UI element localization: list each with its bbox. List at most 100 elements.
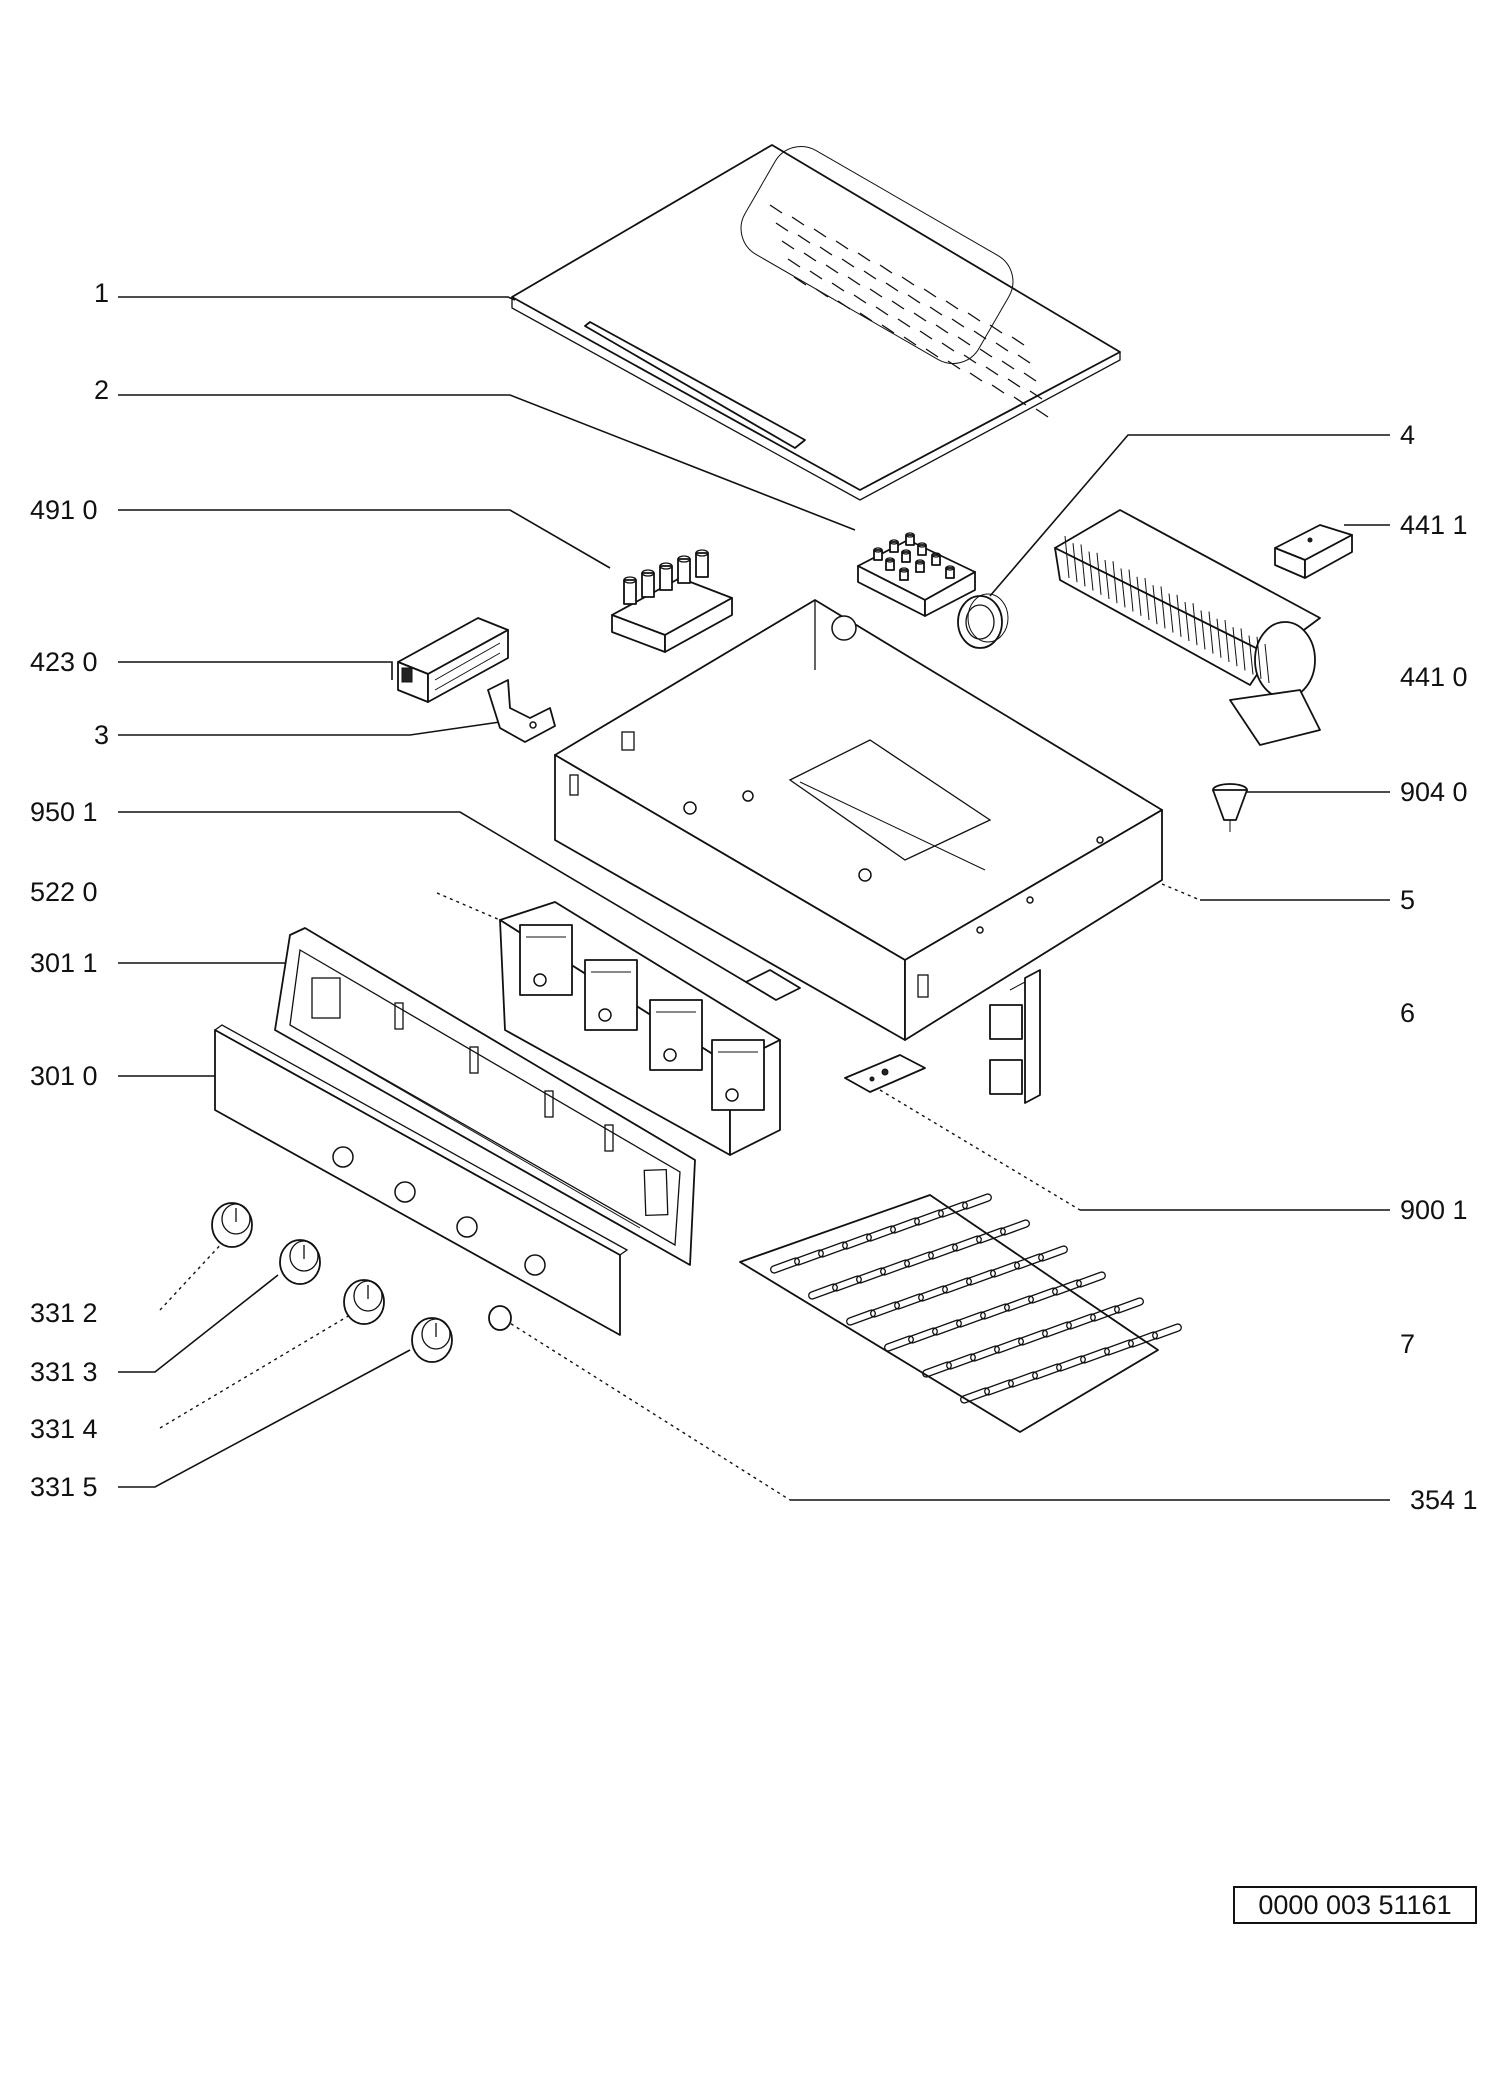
side-bracket — [989, 969, 1041, 1104]
label-900-1: 900 1 — [1400, 1195, 1468, 1225]
grille-slot — [1014, 1253, 1044, 1270]
terminal-pin — [905, 534, 915, 546]
terminal-pin — [945, 567, 955, 579]
vent-slot — [923, 288, 937, 298]
terminal-pin — [889, 541, 899, 553]
chassis-box — [554, 599, 1163, 1041]
vent-slot — [1011, 336, 1025, 346]
tangential-fan — [1054, 509, 1321, 746]
fan-blade — [1248, 635, 1254, 675]
grille-slot — [960, 1387, 990, 1404]
vent-slot — [985, 366, 999, 376]
vent-slot — [857, 252, 871, 262]
fan-blade — [1168, 593, 1174, 633]
label-3: 3 — [94, 720, 109, 750]
grille-slot — [1008, 1371, 1038, 1388]
leader-331-5 — [118, 1349, 411, 1488]
vent-slot — [769, 204, 783, 214]
label-441-1: 441 1 — [1400, 510, 1468, 540]
drawing-number: 0000 003 51161 — [1233, 1886, 1477, 1924]
label-950-1: 950 1 — [30, 797, 98, 827]
vent-slot — [869, 288, 883, 298]
grille-slot — [914, 1209, 944, 1226]
vent-slot — [929, 306, 943, 316]
vent-slot — [813, 228, 827, 238]
vent-slot — [935, 324, 949, 334]
vent-slot — [835, 240, 849, 250]
cover-vent-slots — [769, 204, 1049, 418]
leader-331-2 — [159, 1239, 226, 1311]
switch-module — [397, 617, 509, 703]
grille-slot — [1032, 1363, 1062, 1380]
leader-950-1 — [118, 811, 747, 983]
vent-slot — [815, 288, 829, 298]
label-522-0: 522 0 — [30, 877, 98, 907]
vent-slot — [1035, 408, 1049, 418]
cable-clamp-plate — [844, 1054, 926, 1093]
fan-blade — [1072, 543, 1078, 583]
leader-491-0 — [118, 509, 611, 569]
fan-blade — [1184, 601, 1190, 642]
vent-slot — [1013, 396, 1027, 406]
leader-354-1 — [504, 1319, 791, 1501]
fan-blade — [1200, 610, 1206, 650]
vent-slot — [787, 258, 801, 268]
fuse-holder — [745, 969, 801, 1001]
lamp-cylinder-top — [623, 576, 637, 584]
switch-shaft — [725, 1088, 739, 1102]
label-7: 7 — [1400, 1329, 1415, 1359]
vent-slot — [989, 324, 1003, 334]
vent-slot — [973, 330, 987, 340]
grille-slot — [946, 1353, 976, 1370]
vent-slot — [947, 360, 961, 370]
frame-rail — [349, 1059, 641, 1229]
grille-slot — [1066, 1313, 1096, 1330]
lamp-cylinder-top — [641, 569, 655, 577]
grille-slot — [952, 1235, 982, 1252]
leader-331-4 — [159, 1314, 351, 1429]
frame-rib — [544, 1090, 554, 1118]
vent-slot — [859, 312, 873, 322]
fan-blade — [1120, 568, 1126, 608]
grille-slot — [904, 1251, 934, 1268]
vent-slot — [847, 276, 861, 286]
fan-connector-block — [1274, 524, 1353, 579]
vent-slot — [863, 270, 877, 280]
lamp-cylinder — [677, 558, 691, 584]
knob-331-3 — [279, 1239, 321, 1285]
fascia-panel — [213, 1024, 629, 1336]
grille-slot — [1090, 1305, 1120, 1322]
vent-slot — [891, 300, 905, 310]
vent-slot — [897, 318, 911, 328]
leader-1 — [118, 296, 516, 301]
leader-423-0 — [118, 661, 393, 680]
vent-slot — [1001, 360, 1015, 370]
vent-slot — [945, 300, 959, 310]
terminal-pin — [917, 544, 927, 556]
grille-slot — [1080, 1347, 1110, 1364]
label-4: 4 — [1400, 420, 1415, 450]
vent-slot — [907, 294, 921, 304]
grille-slot — [1128, 1331, 1158, 1348]
vent-slot — [831, 282, 845, 292]
fan-blade — [1232, 627, 1238, 667]
knob-331-5 — [411, 1317, 453, 1363]
label-331-3: 331 3 — [30, 1357, 98, 1387]
vent-slot — [879, 264, 893, 274]
grille-slot — [866, 1225, 896, 1242]
grille-slot — [928, 1243, 958, 1260]
lamp-holder-block — [611, 549, 733, 653]
grille-slot — [842, 1233, 872, 1250]
vent-slot — [1017, 354, 1031, 364]
vent-slot — [1007, 378, 1021, 388]
vent-slot — [885, 282, 899, 292]
knob-331-2 — [211, 1202, 253, 1248]
vent-slot — [797, 234, 811, 244]
vent-slot — [903, 336, 917, 346]
fan-blade — [1088, 551, 1094, 591]
lamp-cylinder — [623, 579, 637, 605]
grille-slot — [1056, 1355, 1086, 1372]
switch-body — [584, 959, 638, 1031]
vent-slot — [979, 348, 993, 358]
label-331-5: 331 5 — [30, 1472, 98, 1502]
